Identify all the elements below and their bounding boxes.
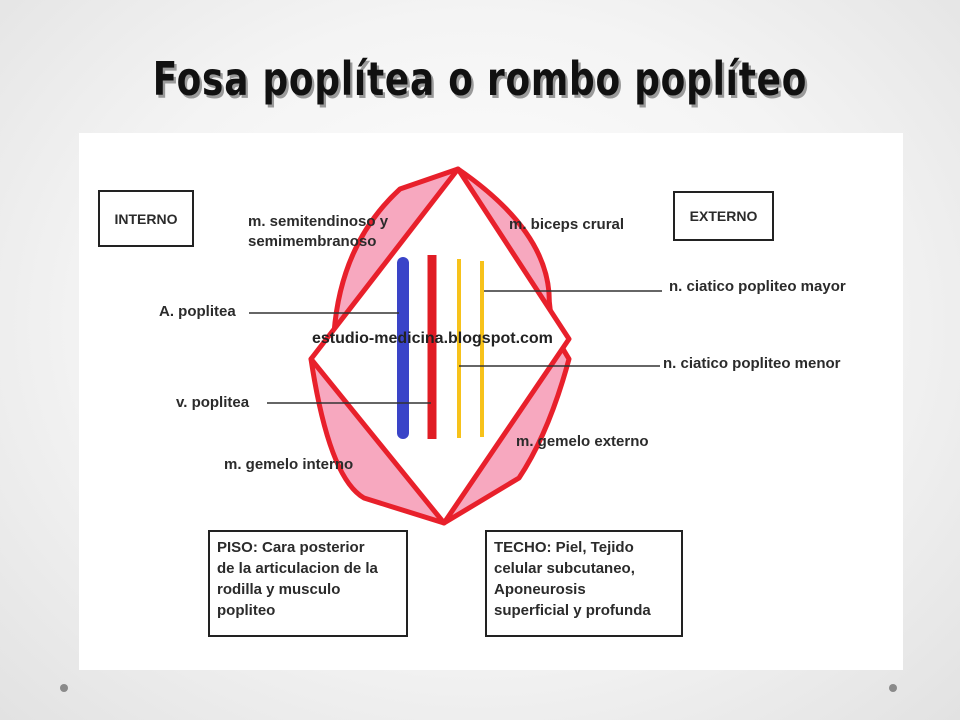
- label-gemelo-interno: m. gemelo interno: [224, 456, 354, 473]
- slide-dot-left: [60, 684, 68, 692]
- label-semitendinoso: m. semitendinoso y semimembranoso: [248, 213, 389, 250]
- label-ciatico-mayor: n. ciatico popliteo mayor: [669, 278, 846, 295]
- label-arteria-poplitea: A. poplitea: [159, 303, 236, 320]
- externo-label: EXTERNO: [689, 208, 758, 224]
- interno-label: INTERNO: [114, 210, 178, 227]
- label-biceps-crural: m. biceps crural: [509, 216, 625, 233]
- label-vena-poplitea: v. poplitea: [176, 394, 250, 411]
- label-gemelo-externo: m. gemelo externo: [516, 433, 649, 450]
- techo-box: TECHO: Piel, Tejido celular subcutaneo, …: [485, 530, 683, 637]
- watermark-text: estudio-medicina.blogspot.com: [312, 330, 553, 347]
- rhombus-inner: [308, 166, 572, 526]
- externo-box: EXTERNO: [673, 191, 774, 241]
- diagram-panel: INTERNO EXTERNO m. semitendinoso y semim…: [79, 133, 903, 670]
- slide-title: Fosa poplítea o rombo poplíteo: [152, 52, 808, 106]
- piso-box: PISO: Cara posterior de la articulacion …: [208, 530, 408, 637]
- slide-dot-right: [889, 684, 897, 692]
- label-ciatico-menor: n. ciatico popliteo menor: [663, 355, 841, 372]
- popliteal-fossa-diagram: [249, 166, 662, 526]
- interno-box: INTERNO: [98, 190, 194, 247]
